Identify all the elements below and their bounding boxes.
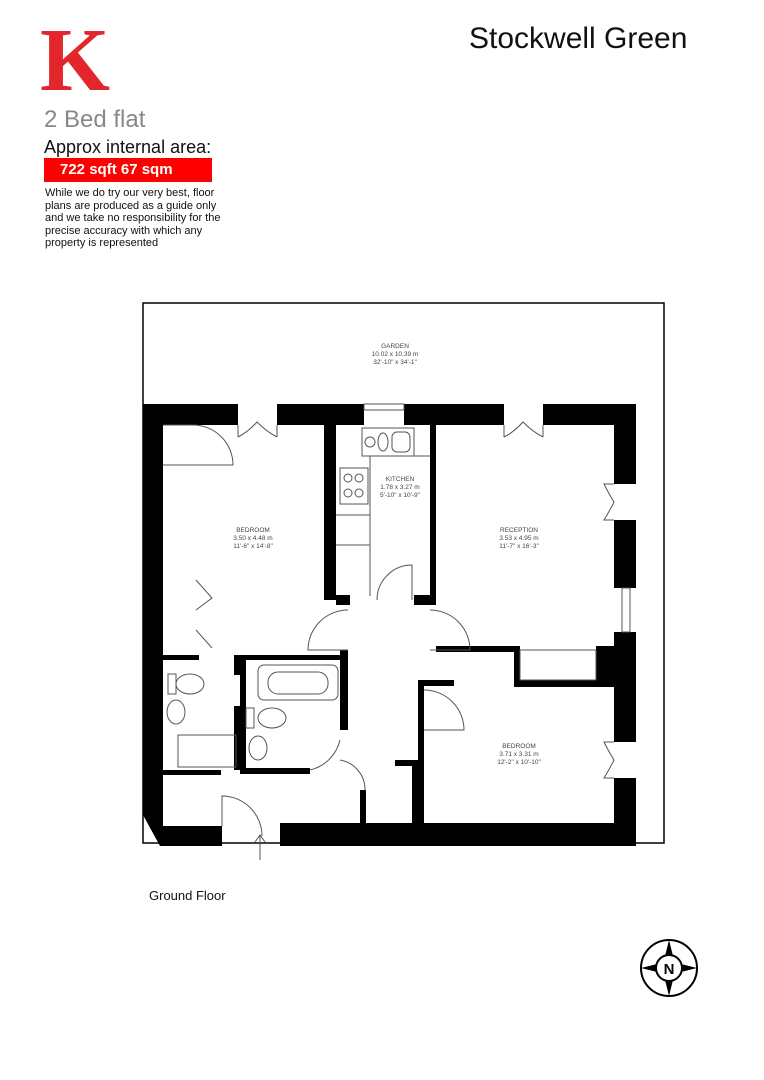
svg-text:5'-10" x 10'-9": 5'-10" x 10'-9"	[380, 492, 421, 499]
svg-text:N: N	[664, 961, 675, 978]
room-label-bedroom-1: BEDROOM 3.50 x 4.48 m 11'-6" x 14'-8"	[233, 527, 273, 550]
floor-label: Ground Floor	[149, 888, 226, 903]
svg-text:KITCHEN: KITCHEN	[386, 476, 415, 483]
walls	[143, 404, 636, 846]
compass-north-icon: N	[640, 939, 698, 997]
svg-text:12'-2" x 10'-10": 12'-2" x 10'-10"	[497, 759, 541, 766]
room-label-garden: GARDEN 10.02 x 10.39 m 32'-10" x 34'-1"	[372, 343, 419, 366]
room-label-bedroom-2: BEDROOM 3.71 x 3.31 m 12'-2" x 10'-10"	[497, 743, 541, 766]
svg-text:3.53 x 4.95 m: 3.53 x 4.95 m	[499, 535, 538, 542]
room-label-reception: RECEPTION 3.53 x 4.95 m 11'-7" x 16'-3"	[499, 527, 539, 550]
property-type: 2 Bed flat	[44, 106, 146, 133]
area-label: Approx internal area:	[44, 137, 212, 157]
disclaimer-text: While we do try our very best, floor pla…	[45, 187, 221, 249]
svg-text:11'-7" x 16'-3": 11'-7" x 16'-3"	[499, 543, 539, 550]
svg-text:RECEPTION: RECEPTION	[500, 527, 538, 534]
svg-text:32'-10" x 34'-1": 32'-10" x 34'-1"	[373, 359, 417, 366]
svg-text:BEDROOM: BEDROOM	[236, 527, 270, 534]
svg-text:10.02 x 10.39 m: 10.02 x 10.39 m	[372, 351, 419, 358]
svg-text:3.50 x 4.48 m: 3.50 x 4.48 m	[233, 535, 272, 542]
area-value-badge: 722 sqft 67 sqm	[44, 158, 212, 182]
room-label-kitchen: KITCHEN 1.78 x 3.27 m 5'-10" x 10'-9"	[380, 476, 421, 499]
svg-text:11'-6" x 14'-8": 11'-6" x 14'-8"	[233, 543, 273, 550]
svg-text:BEDROOM: BEDROOM	[502, 743, 536, 750]
doors-windows	[163, 403, 631, 860]
logo-glyph: K	[40, 11, 110, 110]
svg-text:GARDEN: GARDEN	[381, 343, 409, 350]
svg-text:1.78 x 3.27 m: 1.78 x 3.27 m	[380, 484, 419, 491]
svg-text:3.71 x 3.31 m: 3.71 x 3.31 m	[499, 751, 538, 758]
property-title: Stockwell Green	[469, 22, 688, 55]
